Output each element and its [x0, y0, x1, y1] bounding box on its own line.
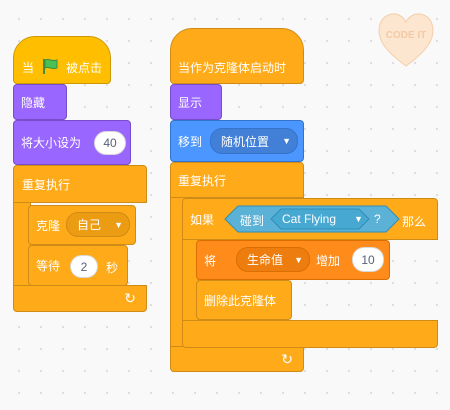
- forever-block-right[interactable]: 重复执行: [170, 162, 304, 198]
- heart-logo-icon: [378, 13, 434, 67]
- when-start-as-clone-block[interactable]: 当作为克隆体启动时: [170, 28, 304, 84]
- hide-label: 隐藏: [21, 95, 46, 110]
- touching-target-dropdown[interactable]: Cat Flying ▼: [270, 208, 370, 230]
- clone-target-value: 自己: [77, 218, 102, 232]
- go-to-target-dropdown[interactable]: 随机位置 ▼: [210, 128, 298, 154]
- forever-bottom: ↻: [13, 285, 147, 312]
- set-size-value-input[interactable]: 40: [94, 131, 126, 155]
- delete-clone-label: 删除此克隆体: [204, 293, 277, 308]
- show-label: 显示: [178, 95, 203, 110]
- loop-arrow-icon: ↻: [124, 290, 136, 306]
- variable-dropdown[interactable]: 生命值 ▼: [236, 247, 310, 272]
- dropdown-caret-icon: ▼: [354, 214, 363, 224]
- wait-unit-label: 秒: [106, 261, 119, 275]
- touching-label: 碰到: [240, 214, 265, 228]
- clone-hat-label: 当作为克隆体启动时: [178, 60, 287, 75]
- go-to-target-value: 随机位置: [221, 134, 270, 149]
- then-label: 那么: [402, 215, 427, 229]
- forever-bottom-right: ↻: [170, 346, 304, 372]
- loop-arrow-icon: ↻: [281, 351, 293, 367]
- hide-block[interactable]: 隐藏: [13, 84, 67, 120]
- dropdown-caret-icon: ▼: [282, 136, 291, 146]
- variable-name: 生命值: [247, 253, 284, 267]
- show-block[interactable]: 显示: [170, 84, 222, 120]
- watermark-text: CODE IT: [385, 30, 427, 41]
- green-flag-icon: [41, 58, 59, 77]
- change-prefix-label: 将: [204, 253, 217, 268]
- if-bottom: [182, 320, 438, 348]
- wait-label: 等待: [36, 259, 61, 273]
- go-to-label: 移到: [178, 134, 203, 149]
- change-mid-label: 增加: [316, 254, 341, 268]
- forever-label: 重复执行: [22, 177, 71, 192]
- touching-target-value: Cat Flying: [282, 212, 337, 226]
- clone-label: 克隆: [36, 218, 61, 233]
- dropdown-caret-icon: ▼: [114, 219, 123, 230]
- dropdown-caret-icon: ▼: [294, 254, 303, 265]
- if-label: 如果: [190, 212, 215, 227]
- forever-block[interactable]: 重复执行: [13, 165, 147, 203]
- change-value-input[interactable]: 10: [352, 247, 384, 272]
- hat-prefix-label: 当: [22, 60, 35, 75]
- code-it-watermark: CODE IT: [376, 8, 436, 70]
- delete-clone-block[interactable]: 删除此克隆体: [196, 280, 292, 320]
- clone-target-dropdown[interactable]: 自己 ▼: [66, 212, 130, 237]
- set-size-label: 将大小设为: [21, 136, 82, 150]
- forever-label-right: 重复执行: [178, 173, 227, 188]
- when-flag-clicked-block[interactable]: 当 被点击: [13, 36, 111, 84]
- wait-value-input[interactable]: 2: [70, 255, 98, 278]
- question-mark: ?: [374, 212, 381, 226]
- hat-suffix-label: 被点击: [66, 60, 103, 75]
